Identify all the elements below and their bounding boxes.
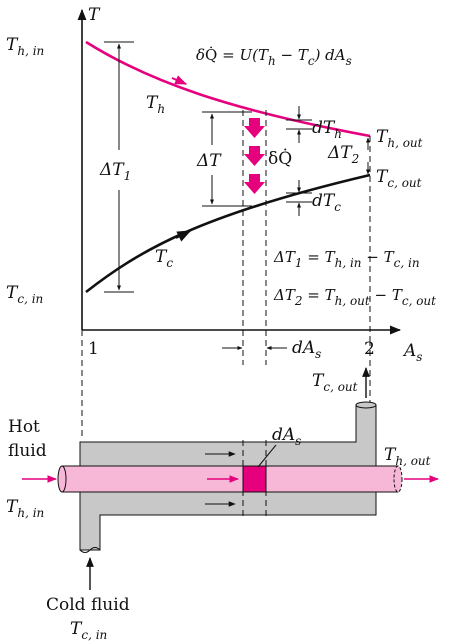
heat-rate-equation: δQ̇ = U(Th − Tc) dAs xyxy=(196,46,352,68)
das-leader xyxy=(257,444,277,468)
cold-inlet-pipe-end xyxy=(79,547,101,553)
area-element xyxy=(242,465,267,493)
tc-label: Tc xyxy=(155,247,173,270)
exchanger-tc-out-label: Tc, out xyxy=(312,371,358,394)
tc-in-label: Tc, in xyxy=(6,283,43,306)
heat-exchanger xyxy=(22,367,439,590)
cold-curve-arrow xyxy=(175,230,192,242)
dth-label: dTh xyxy=(312,118,342,141)
dt1-label: ΔT1 xyxy=(99,160,131,183)
hot-tube-inlet-end xyxy=(57,465,67,493)
hot-fluid-curve xyxy=(85,40,371,138)
hot-tube-outlet-end xyxy=(393,465,403,493)
tick-label-start: 1 xyxy=(88,339,99,359)
th-label: Th xyxy=(146,93,165,116)
th-in-label: Th, in xyxy=(6,35,44,58)
exchanger-th-in-label: Th, in xyxy=(6,497,44,520)
heat-transfer-arrows xyxy=(244,118,265,194)
dt2-label: ΔT2 xyxy=(327,143,359,166)
hot-fluid-label-line2: fluid xyxy=(8,441,47,461)
th-out-label: Th, out xyxy=(376,127,423,150)
tc-out-label: Tc, out xyxy=(376,167,422,190)
exchanger-das-label: dAs xyxy=(272,425,301,448)
y-axis-label: T xyxy=(88,5,101,25)
dq-label: δQ̇ xyxy=(268,149,292,169)
dt2-equation: ΔT2 = Th, out − Tc, out xyxy=(273,286,436,308)
das-axis-label: dAs xyxy=(292,338,321,361)
dtc-label: dTc xyxy=(312,191,341,214)
x-axis-label: As xyxy=(402,341,422,364)
cold-fluid-label: Cold fluid xyxy=(46,595,130,615)
hot-fluid-label-line1: Hot xyxy=(8,417,40,437)
dt1-equation: ΔT1 = Th, in − Tc, in xyxy=(273,248,420,270)
exchanger-tc-in-label: Tc, in xyxy=(70,619,107,642)
tick-label-end: 2 xyxy=(364,339,375,359)
exchanger-th-out-label: Th, out xyxy=(384,445,431,468)
cold-outlet-pipe-end xyxy=(355,401,377,409)
dt-label: ΔT xyxy=(196,151,222,171)
hot-curve-arrow xyxy=(171,75,188,85)
